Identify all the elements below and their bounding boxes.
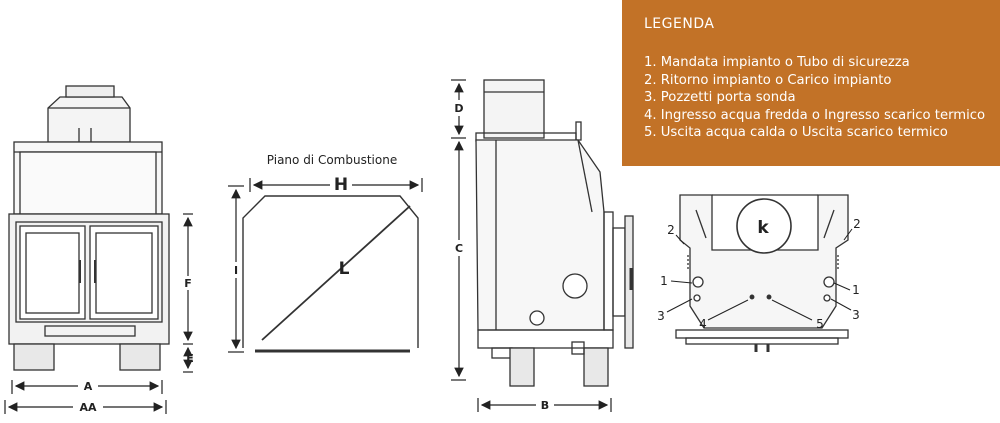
legend-box: LEGENDA 1. Mandata impianto o Tubo di si… [622, 0, 1000, 166]
legend-item: 3. Pozzetti porta sonda [644, 90, 796, 105]
side-view [475, 79, 634, 387]
dim-label-b: B [541, 399, 549, 412]
legend-list: 1. Mandata impianto o Tubo di sicurezza … [644, 54, 1000, 142]
combustion-plane-dimensions [228, 178, 423, 353]
legend-item: 2. Ritorno impianto o Carico impianto [644, 72, 892, 88]
rear-label-left-2: 2 [667, 223, 675, 237]
legend-item: 5. Uscita acqua calda o Uscita scarico t… [644, 125, 948, 140]
front-view-dimensions [4, 213, 193, 414]
combustion-plane-shape [242, 195, 419, 353]
dim-label-e: E [186, 352, 194, 365]
dim-label-d: D [454, 102, 463, 115]
rear-label-right-3: 3 [852, 308, 860, 322]
rear-view-leaders [666, 228, 853, 321]
rear-label-left-1: 1 [660, 274, 668, 288]
side-view-dimensions [451, 79, 612, 412]
rear-label-5: 5 [816, 317, 824, 331]
front-view [8, 85, 170, 371]
rear-label-right-2: 2 [853, 217, 861, 231]
legend-title: LEGENDA [644, 16, 715, 32]
dim-label-c: C [455, 242, 463, 255]
legend-item: 1. Mandata impianto o Tubo di sicurezza [644, 55, 910, 70]
rear-label-4: 4 [699, 317, 707, 331]
dim-label-a: A [84, 380, 93, 393]
rear-view [675, 194, 849, 352]
combustion-plane-title: Piano di Combustione [267, 153, 397, 167]
dim-label-i: I [234, 264, 238, 277]
rear-label-left-3: 3 [657, 309, 665, 323]
dim-label-h: H [334, 175, 348, 195]
outlet-label-k: k [757, 218, 769, 238]
legend-item: 4. Ingresso acqua fredda o Ingresso scar… [644, 107, 986, 123]
rear-label-right-1: 1 [852, 283, 860, 297]
dim-label-l: L [339, 259, 350, 279]
dim-label-f: F [184, 277, 192, 290]
dim-label-aa: AA [79, 401, 97, 414]
